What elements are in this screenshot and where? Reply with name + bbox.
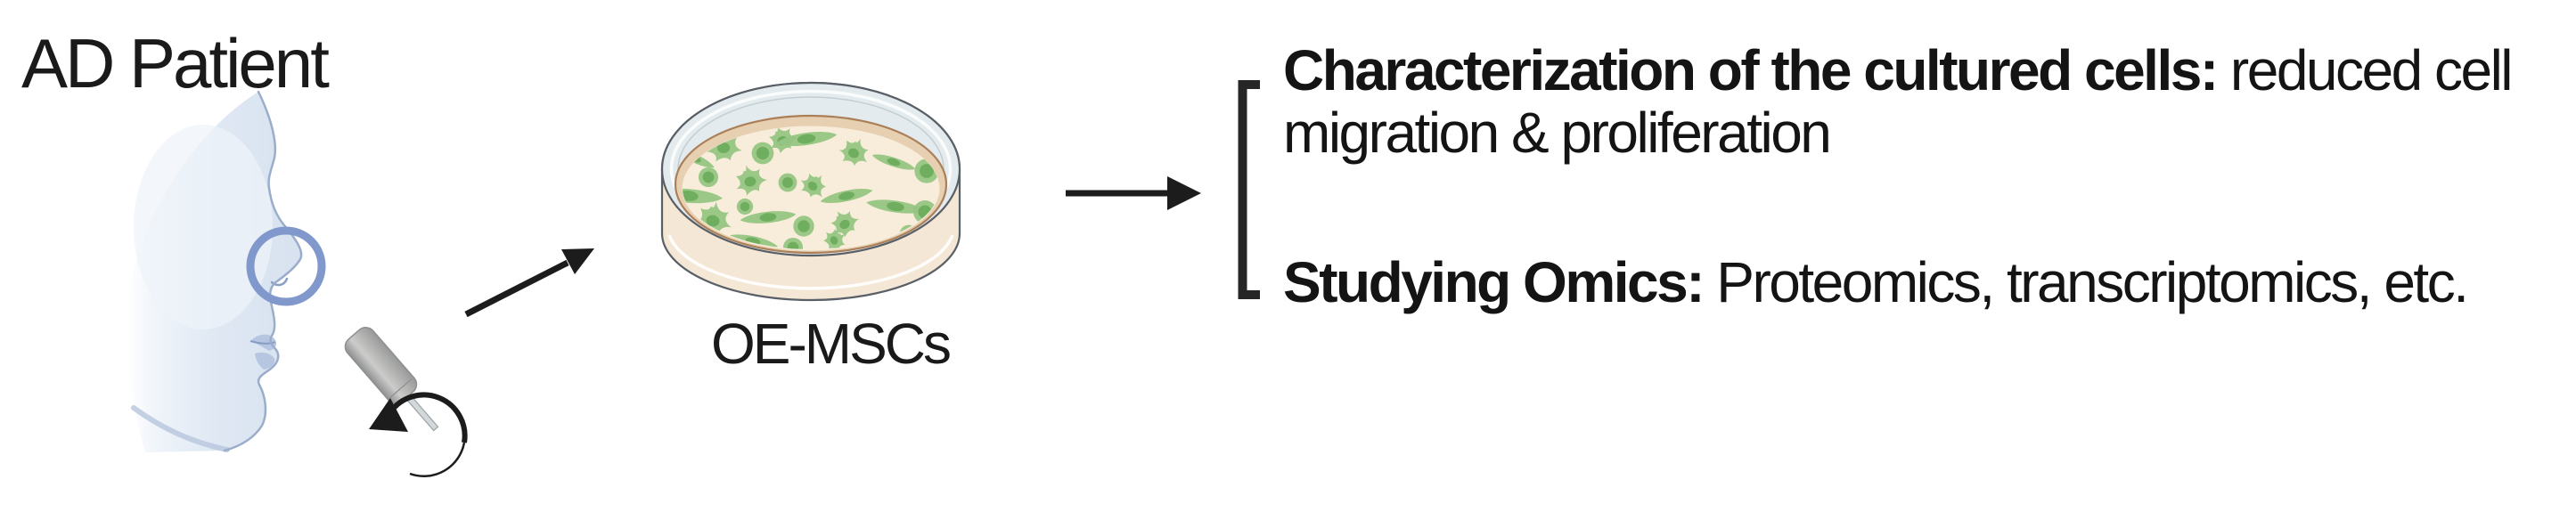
outcome-heading: Characterization of the cultured cells: (1283, 38, 2219, 102)
face-profile-icon (126, 90, 326, 452)
lower-lip (255, 352, 275, 370)
nasal-swab-icon (344, 327, 439, 432)
arrow-right-icon (1066, 176, 1201, 210)
dish-label: OE-MSCs (711, 312, 952, 376)
outcome-detail: reduced cell migration & proliferation (1283, 38, 2514, 165)
bracket-icon (1238, 80, 1260, 299)
nostril-circle-icon (246, 226, 326, 306)
outcome-item-characterization: Characterization of the cultured cells: … (1283, 39, 2557, 164)
petri-dish-icon (660, 81, 961, 302)
rotation-arrow-icon (369, 392, 468, 478)
arrow-right-icon (464, 248, 594, 318)
outcomes-block: Characterization of the cultured cells: … (1283, 0, 2557, 512)
outcome-detail: Proteomics, transcriptomics, etc. (1703, 250, 2469, 314)
outcome-heading: Studying Omics: (1283, 250, 1705, 314)
outcome-item-omics: Studying Omics: Proteomics, transcriptom… (1283, 250, 2469, 314)
patient-label: AD Patient (21, 24, 330, 102)
